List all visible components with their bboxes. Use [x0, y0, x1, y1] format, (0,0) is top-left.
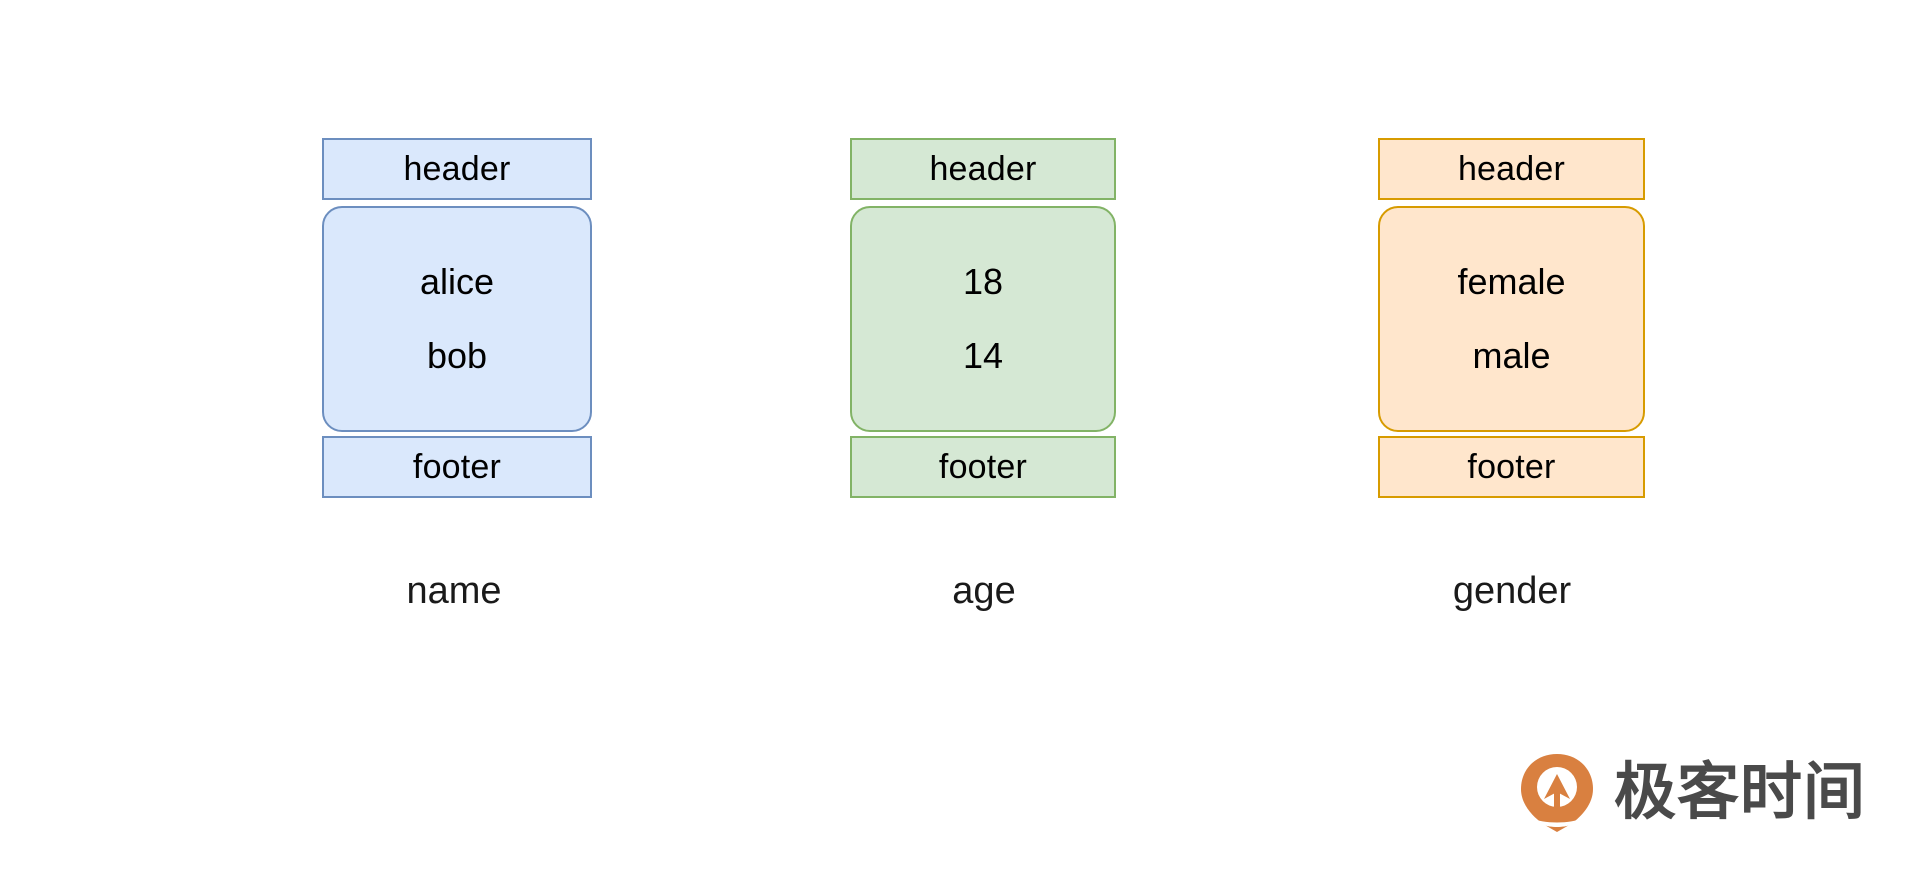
column-header-label: header	[403, 149, 511, 188]
column-header-label: header	[1457, 149, 1566, 188]
column-group-gender: header female male footer	[1378, 138, 1645, 498]
column-cell: 14	[962, 335, 1004, 376]
column-header-name: header	[322, 138, 592, 200]
column-cell: female	[1457, 261, 1566, 302]
watermark: 极客时间	[1518, 752, 1866, 834]
column-caption-gender: gender	[1452, 570, 1572, 612]
column-cell: alice	[419, 261, 495, 302]
column-header-age: header	[850, 138, 1116, 200]
column-group-age: header 18 14 footer	[850, 138, 1116, 498]
column-caption-age: age	[952, 570, 1016, 612]
geektime-pin-logo-icon	[1521, 754, 1593, 832]
watermark-text: 极客时间	[1614, 758, 1867, 827]
column-cell: male	[1472, 335, 1551, 376]
column-footer-name: footer	[322, 436, 592, 498]
column-caption-name: name	[406, 570, 502, 612]
column-footer-label: footer	[412, 447, 502, 486]
column-footer-label: footer	[1467, 447, 1556, 486]
column-group-name: header alice bob footer	[322, 138, 592, 498]
column-header-label: header	[929, 149, 1037, 188]
column-footer-gender: footer	[1378, 436, 1645, 498]
column-cell: bob	[426, 335, 488, 376]
column-body-age: 18 14	[850, 206, 1116, 432]
column-footer-age: footer	[850, 436, 1116, 498]
column-header-gender: header	[1378, 138, 1645, 200]
column-body-gender: female male	[1378, 206, 1645, 432]
column-footer-label: footer	[938, 447, 1028, 486]
column-body-name: alice bob	[322, 206, 592, 432]
column-cell: 18	[962, 261, 1004, 302]
